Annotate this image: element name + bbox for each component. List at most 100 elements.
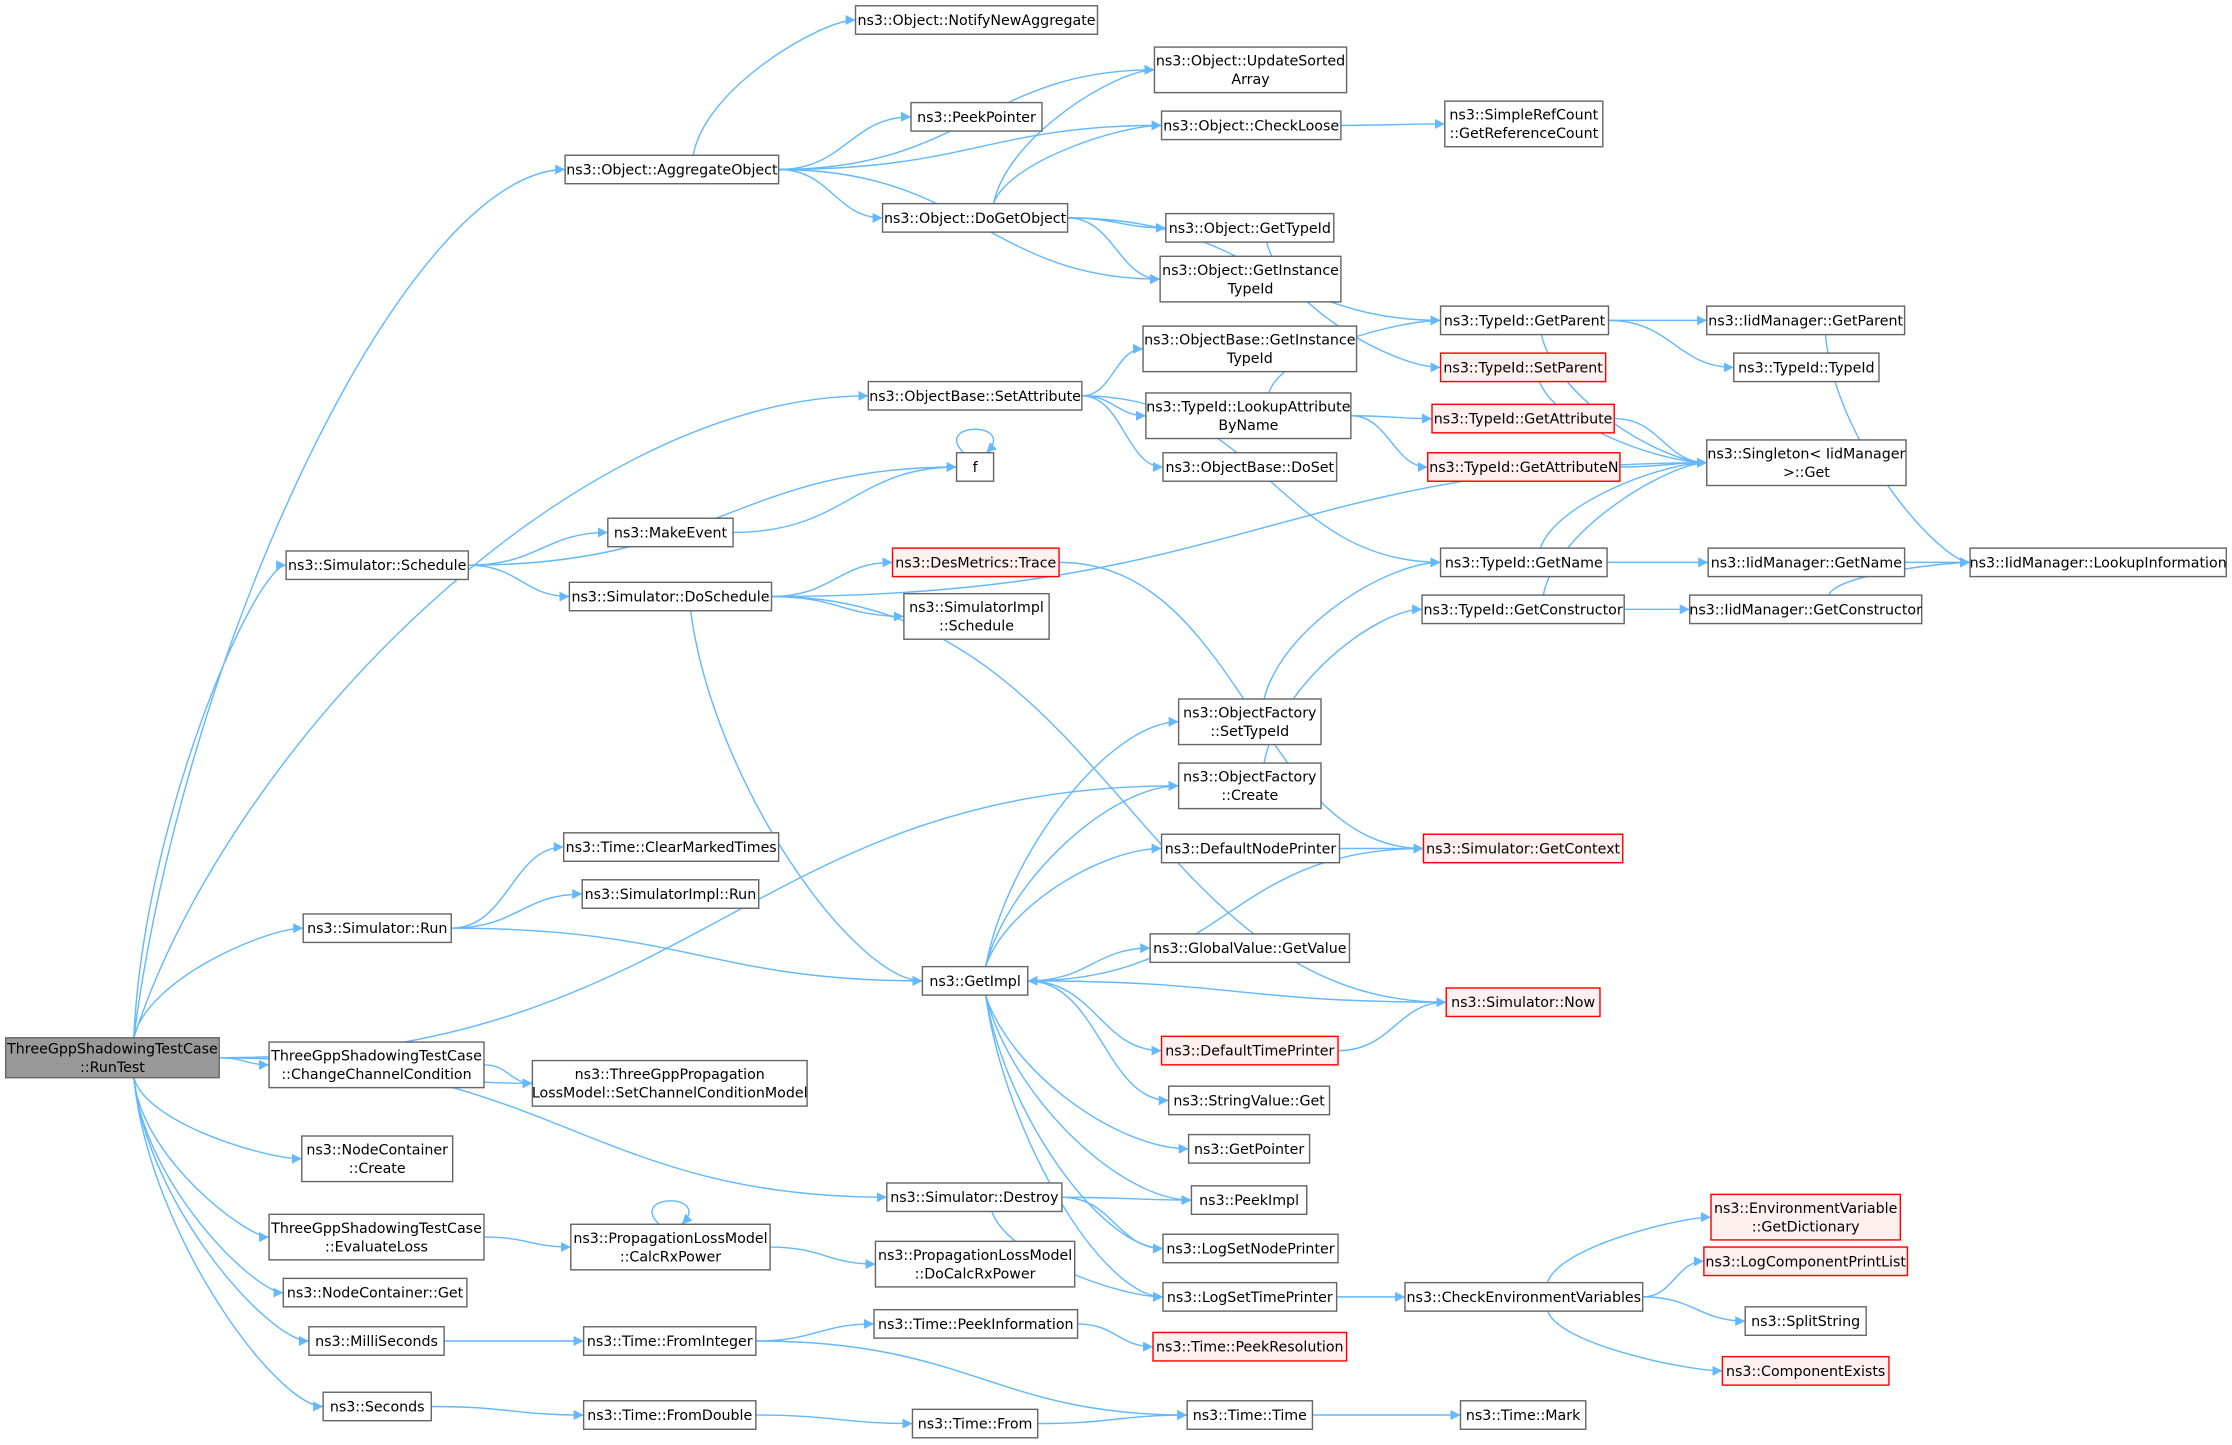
edge-root-to-ncget xyxy=(133,1077,284,1298)
node-f[interactable]: f xyxy=(955,452,995,482)
node-label: ns3::ThreeGppPropagation xyxy=(575,1067,765,1083)
node-ncget[interactable]: ns3::NodeContainer::Get xyxy=(282,1277,468,1308)
node-objgettid[interactable]: ns3::Object::GetTypeId xyxy=(1165,212,1335,243)
node-makeevent[interactable]: ns3::MakeEvent xyxy=(607,517,734,548)
node-aggregate[interactable]: ns3::Object::AggregateObject xyxy=(564,154,780,185)
node-peekres[interactable]: ns3::Time::PeekResolution xyxy=(1152,1331,1348,1362)
node-logsettime[interactable]: ns3::LogSetTimePrinter xyxy=(1162,1281,1338,1312)
node-milliseconds[interactable]: ns3::MilliSeconds xyxy=(308,1326,445,1356)
node-label: Array xyxy=(1231,72,1269,88)
node-label: ns3::CheckEnvironmentVariables xyxy=(1407,1290,1642,1306)
node-label: ns3::Simulator::DoSchedule xyxy=(571,590,769,606)
node-changechan[interactable]: ThreeGppShadowingTestCase::ChangeChannel… xyxy=(268,1041,485,1089)
node-ofcreate[interactable]: ns3::ObjectFactory::Create xyxy=(1177,762,1322,810)
node-schedule[interactable]: ns3::Simulator::Schedule xyxy=(285,550,470,581)
node-gvgetvalue[interactable]: ns3::GlobalValue::GetValue xyxy=(1149,933,1351,964)
node-box xyxy=(1444,100,1604,148)
node-peekptr[interactable]: ns3::PeekPointer xyxy=(910,101,1043,132)
node-getdict[interactable]: ns3::EnvironmentVariable::GetDictionary xyxy=(1710,1193,1902,1241)
node-box xyxy=(1162,452,1338,482)
node-timemark[interactable]: ns3::Time::Mark xyxy=(1459,1400,1587,1430)
edge-doschedule-to-simnow xyxy=(771,595,1447,1008)
node-label: ns3::TypeId::TypeId xyxy=(1738,360,1874,376)
node-label: ns3::SimpleRefCount xyxy=(1449,108,1598,124)
node-simrun[interactable]: ns3::Simulator::Run xyxy=(302,913,452,944)
node-label: ns3::MilliSeconds xyxy=(315,1334,438,1350)
node-iidgetctor[interactable]: ns3::IidManager::GetConstructor xyxy=(1688,594,1923,625)
node-simimplsched[interactable]: ns3::SimulatorImpl::Schedule xyxy=(903,592,1050,640)
node-defnodeprinter[interactable]: ns3::DefaultNodePrinter xyxy=(1160,833,1341,864)
node-label: ns3::LogSetTimePrinter xyxy=(1167,1290,1333,1306)
node-getcontext[interactable]: ns3::Simulator::GetContext xyxy=(1422,833,1624,864)
node-setchanmodel[interactable]: ns3::ThreeGppPropagationLossModel::SetCh… xyxy=(531,1059,808,1107)
node-label: ns3::ObjectFactory xyxy=(1183,706,1316,722)
node-dogetobj[interactable]: ns3::Object::DoGetObject xyxy=(881,202,1069,233)
node-singleton[interactable]: ns3::Singleton< IidManager>::Get xyxy=(1706,439,1907,487)
node-notify[interactable]: ns3::Object::NotifyNewAggregate xyxy=(854,5,1099,35)
node-tidgetparent[interactable]: ns3::TypeId::GetParent xyxy=(1439,305,1610,336)
node-desmetrics[interactable]: ns3::DesMetrics::Trace xyxy=(891,547,1060,578)
node-refcount[interactable]: ns3::SimpleRefCount::GetReferenceCount xyxy=(1444,100,1604,148)
node-root[interactable]: ThreeGppShadowingTestCase::RunTest xyxy=(4,1037,220,1079)
node-label: ns3::Object::CheckLoose xyxy=(1163,118,1339,134)
node-clearmarked[interactable]: ns3::Time::ClearMarkedTimes xyxy=(562,832,780,863)
node-ofsettid[interactable]: ns3::ObjectFactory::SetTypeId xyxy=(1177,698,1322,746)
node-box xyxy=(1721,1355,1890,1386)
edge-schedule-to-makeevent xyxy=(468,527,608,566)
node-checkenv[interactable]: ns3::CheckEnvironmentVariables xyxy=(1404,1281,1644,1312)
node-box xyxy=(903,592,1050,640)
node-box xyxy=(1427,452,1621,482)
node-box xyxy=(282,1277,468,1308)
node-box xyxy=(1744,1306,1867,1337)
node-tidgetname[interactable]: ns3::TypeId::GetName xyxy=(1439,547,1608,578)
node-iidgetname[interactable]: ns3::IidManager::GetName xyxy=(1707,547,1906,578)
node-docalcrx[interactable]: ns3::PropagationLossModel::DoCalcRxPower xyxy=(874,1240,1076,1288)
node-timefrom[interactable]: ns3::Time::From xyxy=(911,1408,1039,1439)
node-simnow[interactable]: ns3::Simulator::Now xyxy=(1445,987,1601,1018)
node-logsetnode[interactable]: ns3::LogSetNodePrinter xyxy=(1162,1233,1339,1264)
node-getpointer[interactable]: ns3::GetPointer xyxy=(1187,1133,1311,1164)
node-box xyxy=(1177,698,1322,746)
node-frominteger[interactable]: ns3::Time::FromInteger xyxy=(582,1326,757,1356)
node-label: ns3::Object::GetTypeId xyxy=(1169,221,1331,237)
node-lookupinfo[interactable]: ns3::IidManager::LookupInformation xyxy=(1969,547,2228,578)
node-box xyxy=(1167,1085,1331,1116)
node-calcrx[interactable]: ns3::PropagationLossModel::CalcRxPower xyxy=(570,1223,771,1271)
node-getattrn[interactable]: ns3::TypeId::GetAttributeN xyxy=(1427,452,1621,482)
edge-doschedule-to-desmetrics xyxy=(771,557,893,598)
node-splitstring[interactable]: ns3::SplitString xyxy=(1744,1306,1867,1337)
node-peekimpl[interactable]: ns3::PeekImpl xyxy=(1190,1185,1308,1216)
node-deftimeprinter[interactable]: ns3::DefaultTimePrinter xyxy=(1160,1035,1339,1066)
node-tidtid[interactable]: ns3::TypeId::TypeId xyxy=(1733,352,1880,383)
node-peekinfo[interactable]: ns3::Time::PeekInformation xyxy=(873,1308,1079,1339)
node-compexists[interactable]: ns3::ComponentExists xyxy=(1721,1355,1890,1386)
edge-aggregate-to-dogetobj xyxy=(778,168,883,223)
node-checkloose[interactable]: ns3::Object::CheckLoose xyxy=(1160,110,1342,141)
node-simimplrun[interactable]: ns3::SimulatorImpl::Run xyxy=(581,879,760,909)
node-strvalget[interactable]: ns3::StringValue::Get xyxy=(1167,1085,1331,1116)
node-iidgetparent[interactable]: ns3::IidManager::GetParent xyxy=(1706,305,1906,336)
node-setattr[interactable]: ns3::ObjectBase::SetAttribute xyxy=(867,380,1083,411)
node-getimpl[interactable]: ns3::GetImpl xyxy=(921,965,1029,996)
node-evalloss[interactable]: ThreeGppShadowingTestCase::EvaluateLoss xyxy=(268,1213,485,1261)
node-doschedule[interactable]: ns3::Simulator::DoSchedule xyxy=(568,581,773,612)
node-logcompprint[interactable]: ns3::LogComponentPrintList xyxy=(1703,1246,1909,1277)
node-label: ns3::Time::From xyxy=(918,1417,1033,1433)
node-nccreate[interactable]: ns3::NodeContainer::Create xyxy=(301,1135,454,1183)
node-timetime[interactable]: ns3::Time::Time xyxy=(1186,1400,1314,1430)
node-seconds[interactable]: ns3::Seconds xyxy=(322,1391,433,1422)
node-doset[interactable]: ns3::ObjectBase::DoSet xyxy=(1162,452,1338,482)
node-box xyxy=(322,1391,433,1422)
node-label: ns3::Simulator::Destroy xyxy=(890,1190,1058,1206)
node-box xyxy=(1165,212,1335,243)
node-setparent[interactable]: ns3::TypeId::SetParent xyxy=(1439,352,1607,383)
node-fromdouble[interactable]: ns3::Time::FromDouble xyxy=(582,1400,757,1430)
node-getattr[interactable]: ns3::TypeId::GetAttribute xyxy=(1431,403,1615,434)
node-label: ns3::TypeId::SetParent xyxy=(1443,360,1603,376)
node-tidgetctor[interactable]: ns3::TypeId::GetConstructor xyxy=(1421,594,1625,625)
node-destroy[interactable]: ns3::Simulator::Destroy xyxy=(886,1182,1063,1213)
